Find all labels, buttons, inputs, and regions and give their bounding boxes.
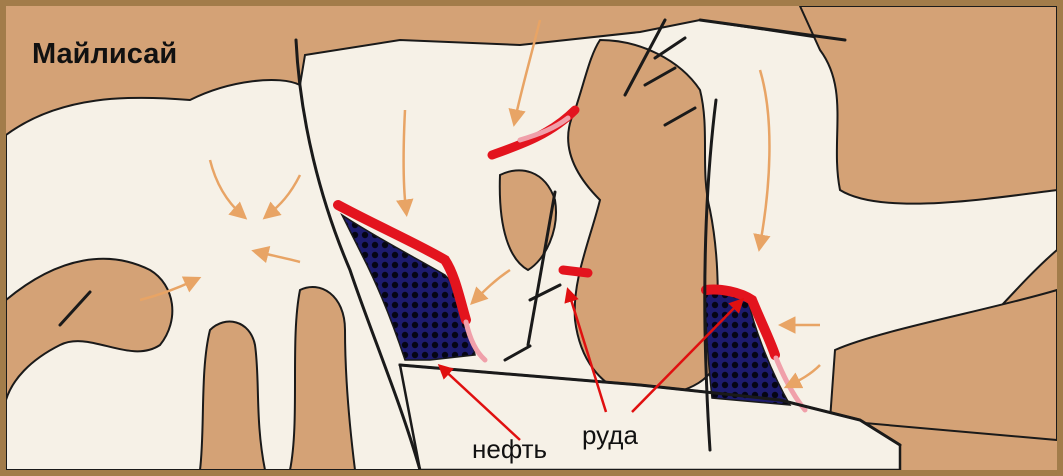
label-oil: нефть bbox=[472, 436, 547, 462]
label-ore: руда bbox=[582, 422, 638, 448]
rock-block-top-right bbox=[800, 6, 1057, 204]
diagram-title: Майлисай bbox=[32, 40, 177, 69]
rock-pillar-1 bbox=[200, 322, 265, 470]
ore-vein-middle bbox=[563, 270, 588, 273]
